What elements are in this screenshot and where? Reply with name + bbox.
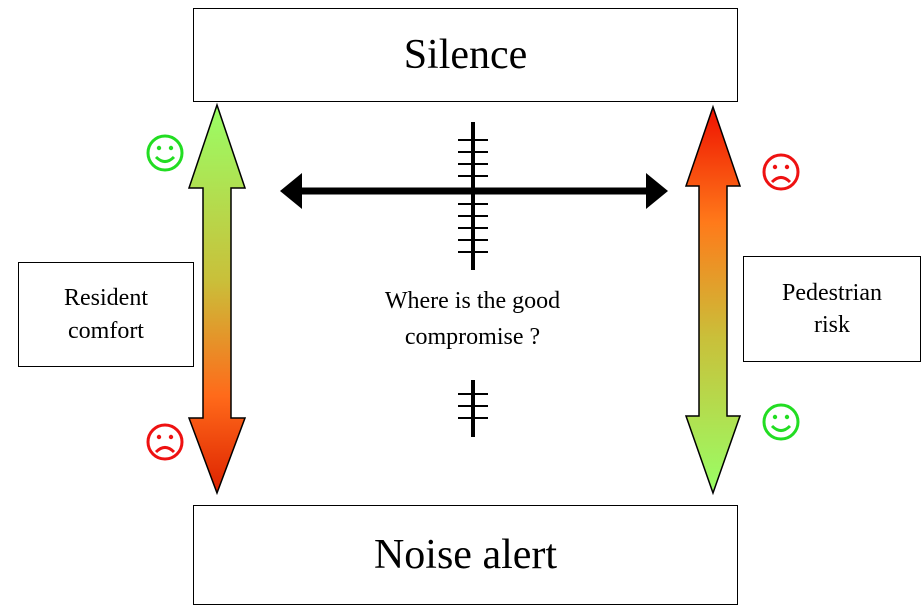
smiley-happy-icon xyxy=(146,134,184,172)
noise-alert-box: Noise alert xyxy=(193,505,738,605)
pedestrian-risk-box: Pedestrian risk xyxy=(743,256,921,362)
resident-comfort-label: Resident comfort xyxy=(64,285,148,344)
silence-box: Silence xyxy=(193,8,738,102)
upper-scale-ruler xyxy=(458,122,488,270)
resident-comfort-arrow xyxy=(187,102,247,496)
smiley-sad-icon xyxy=(146,423,184,461)
lower-scale-ruler xyxy=(458,380,488,437)
smiley-happy-icon xyxy=(762,403,800,441)
resident-comfort-box: Resident comfort xyxy=(18,262,194,367)
pedestrian-risk-arrow xyxy=(684,104,742,496)
silence-label: Silence xyxy=(403,32,528,78)
smiley-sad-icon xyxy=(762,153,800,191)
noise-alert-label: Noise alert xyxy=(373,532,558,578)
compromise-question: Where is the good compromise ? xyxy=(384,288,561,350)
pedestrian-risk-label: Pedestrian risk xyxy=(782,279,882,338)
